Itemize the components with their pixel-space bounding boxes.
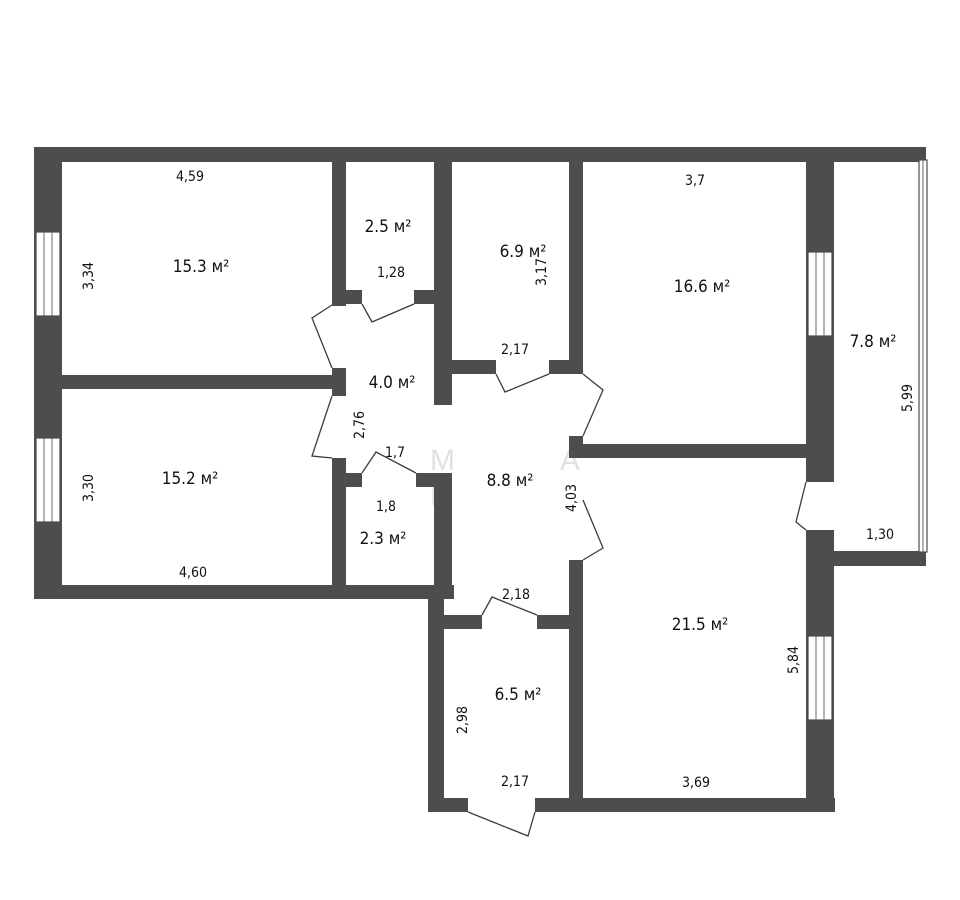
area-label: 6.9 м² bbox=[500, 242, 547, 262]
wall-storage2-stub-l bbox=[346, 473, 362, 487]
watermark-glyph: M bbox=[430, 444, 455, 477]
dimension-label: 4,03 bbox=[564, 484, 580, 512]
dimension-label: 3,30 bbox=[81, 474, 97, 502]
door bbox=[361, 303, 415, 323]
balcony-glazing bbox=[918, 159, 928, 553]
window bbox=[807, 251, 833, 337]
wall-69-bottom-l bbox=[452, 360, 496, 374]
window bbox=[35, 437, 61, 523]
wall-215-left bbox=[569, 560, 583, 812]
wall-storage-right bbox=[434, 162, 452, 306]
wall-storage2-right bbox=[434, 473, 452, 599]
outer-wall-bottom-right bbox=[535, 798, 835, 812]
wall-69-right bbox=[569, 162, 583, 374]
dimension-label: 1,28 bbox=[377, 265, 405, 281]
window bbox=[807, 635, 833, 721]
walls bbox=[34, 147, 926, 812]
door bbox=[582, 373, 604, 437]
outer-wall-left bbox=[34, 147, 62, 599]
wall-65-top-l bbox=[444, 615, 482, 629]
dimension-label: 2,18 bbox=[502, 587, 530, 603]
dimension-label: 2,17 bbox=[501, 774, 529, 790]
dimension-label: 2,76 bbox=[352, 411, 368, 439]
wall-storage-stub-l bbox=[346, 290, 362, 304]
door bbox=[582, 499, 604, 561]
door bbox=[361, 451, 417, 474]
door bbox=[311, 395, 333, 459]
dimension-label: 2,17 bbox=[501, 342, 529, 358]
dimension-label: 3,69 bbox=[682, 775, 710, 791]
area-label: 7.8 м² bbox=[850, 332, 897, 352]
door bbox=[467, 811, 536, 837]
area-label: 6.5 м² bbox=[495, 685, 542, 705]
wall-left-rooms bbox=[62, 375, 332, 389]
dimension-label: 4,59 bbox=[176, 169, 204, 185]
wall-right-stub bbox=[569, 436, 583, 458]
door bbox=[795, 481, 807, 531]
dimension-label: 2,98 bbox=[455, 706, 471, 734]
door bbox=[311, 304, 333, 369]
wall-corridor-upper-right bbox=[434, 290, 452, 405]
area-label: 8.8 м² bbox=[487, 471, 534, 491]
balcony-wall-bottom bbox=[834, 551, 926, 566]
door bbox=[481, 596, 538, 616]
wall-right-rooms bbox=[569, 444, 806, 458]
dimension-label: 5,84 bbox=[786, 646, 802, 674]
window bbox=[35, 231, 61, 317]
wall-storage2-left bbox=[332, 458, 346, 598]
area-label: 2.3 м² bbox=[360, 529, 407, 549]
dimension-label: 3,17 bbox=[534, 258, 550, 286]
dimension-label: 1,30 bbox=[866, 527, 894, 543]
dimension-label: 3,34 bbox=[81, 262, 97, 290]
area-label: 2.5 м² bbox=[365, 217, 412, 237]
area-label: 15.3 м² bbox=[173, 257, 230, 277]
area-label: 21.5 м² bbox=[672, 615, 729, 635]
wall-stub-left bbox=[332, 368, 346, 396]
wall-top-left-right bbox=[332, 162, 346, 306]
dimension-label: 4,60 bbox=[179, 565, 207, 581]
dimension-label: 3,7 bbox=[685, 173, 705, 189]
dimension-label: 1,8 bbox=[376, 499, 396, 515]
area-label: 4.0 м² bbox=[369, 373, 416, 393]
dimension-label: 1,7 bbox=[385, 445, 405, 461]
area-label: 16.6 м² bbox=[674, 277, 731, 297]
area-label: 15.2 м² bbox=[162, 469, 219, 489]
wall-65-top-r bbox=[537, 615, 583, 629]
outer-wall-bottom-left bbox=[34, 585, 454, 599]
outer-wall-bottom-middle-left bbox=[428, 585, 444, 812]
door bbox=[495, 373, 550, 393]
outer-wall-bottom-middle bbox=[428, 798, 468, 812]
outer-wall-top bbox=[34, 147, 926, 162]
dimension-label: 5,99 bbox=[900, 384, 916, 412]
